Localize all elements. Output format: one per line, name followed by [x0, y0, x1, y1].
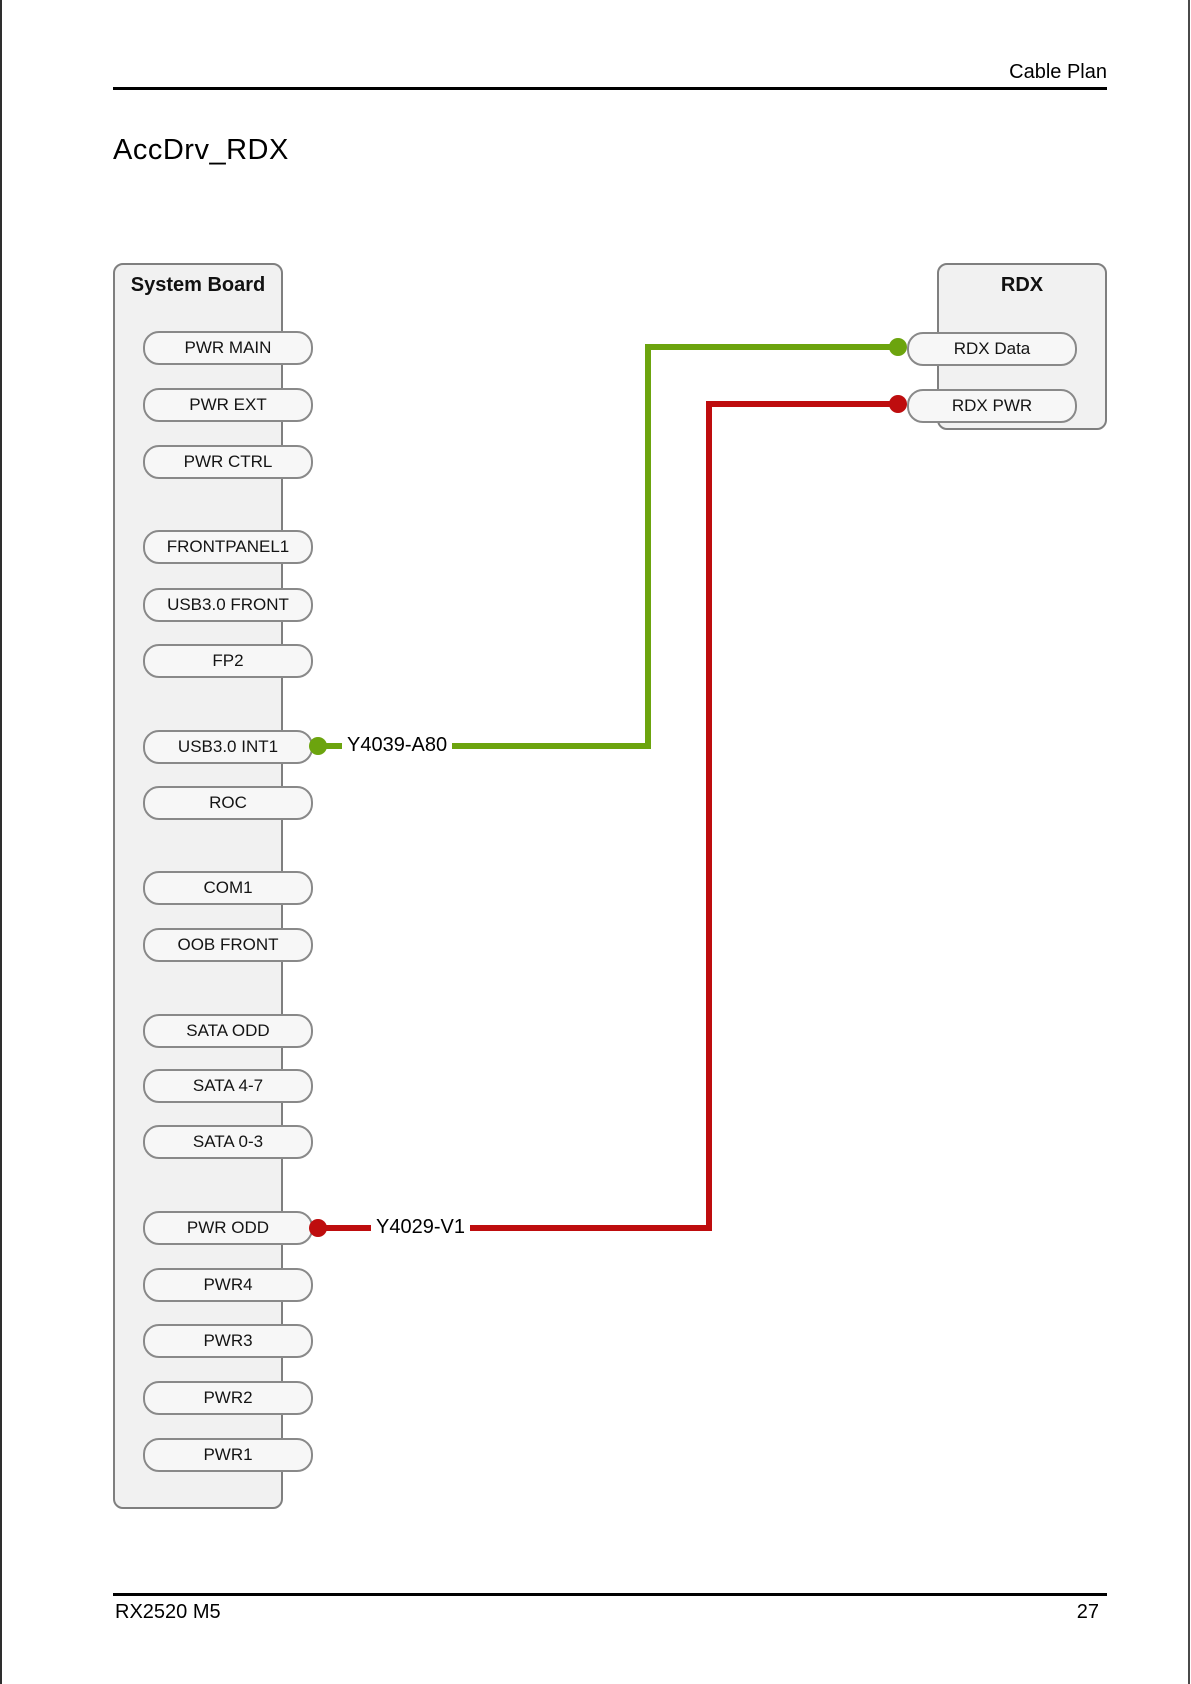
cable-data-segment-vertical — [645, 344, 651, 749]
page-left-edge — [0, 0, 2, 1684]
header-title: Cable Plan — [1009, 61, 1107, 83]
cable-data-segment-top — [645, 344, 898, 350]
connector-usb30-int1: USB3.0 INT1 — [143, 730, 313, 764]
cable-data-endpoint-dot-rdx — [889, 338, 907, 356]
cable-power-segment-top — [706, 401, 898, 407]
connector-frontpanel1: FRONTPANEL1 — [143, 530, 313, 564]
footer-rule — [113, 1593, 1107, 1596]
connector-pwr3: PWR3 — [143, 1324, 313, 1358]
connector-pwr-ext: PWR EXT — [143, 388, 313, 422]
connector-pwr4: PWR4 — [143, 1268, 313, 1302]
connector-roc: ROC — [143, 786, 313, 820]
system-board-title: System Board — [130, 274, 266, 296]
header-rule — [113, 87, 1107, 90]
page-title: AccDrv_RDX — [113, 134, 289, 166]
connector-fp2: FP2 — [143, 644, 313, 678]
footer-page-number: 27 — [1076, 1601, 1099, 1623]
cable-data-segment-bottom — [318, 743, 651, 749]
connector-com1: COM1 — [143, 871, 313, 905]
connector-sata-odd: SATA ODD — [143, 1014, 313, 1048]
cable-data-endpoint-dot-board — [309, 737, 327, 755]
connector-pwr-main: PWR MAIN — [143, 331, 313, 365]
connector-pwr1: PWR1 — [143, 1438, 313, 1472]
connector-rdx-data: RDX Data — [907, 332, 1077, 366]
cable-power-endpoint-dot-rdx — [889, 395, 907, 413]
connector-pwr-ctrl: PWR CTRL — [143, 445, 313, 479]
page-right-edge — [1188, 0, 1190, 1684]
cable-power-endpoint-dot-board — [309, 1219, 327, 1237]
footer-model: RX2520 M5 — [115, 1601, 221, 1623]
connector-pwr2: PWR2 — [143, 1381, 313, 1415]
connector-rdx-pwr: RDX PWR — [907, 389, 1077, 423]
cable-power-label: Y4029-V1 — [371, 1214, 470, 1241]
cable-power-segment-bottom — [318, 1225, 712, 1231]
cable-power-segment-vertical — [706, 401, 712, 1231]
connector-sata-4-7: SATA 4-7 — [143, 1069, 313, 1103]
connector-usb30-front: USB3.0 FRONT — [143, 588, 313, 622]
rdx-title: RDX — [1000, 274, 1044, 296]
connector-oob-front: OOB FRONT — [143, 928, 313, 962]
connector-sata-0-3: SATA 0-3 — [143, 1125, 313, 1159]
connector-pwr-odd: PWR ODD — [143, 1211, 313, 1245]
cable-data-label: Y4039-A80 — [342, 732, 453, 759]
